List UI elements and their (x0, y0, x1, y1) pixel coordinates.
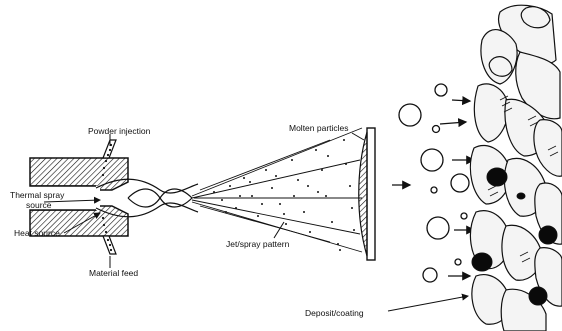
label-heat-source: Heat source (14, 228, 60, 238)
label-thermal-spray-source-1: Thermal spray (10, 190, 65, 200)
label-powder-injection: Powder injection (88, 126, 151, 136)
label-deposit-coating: Deposit/coating (305, 308, 364, 318)
spray-plate (359, 128, 375, 260)
deposit-coating (470, 5, 562, 331)
molten-droplets (399, 84, 469, 282)
label-material-feed: Material feed (89, 268, 138, 278)
spray-droplets (213, 139, 355, 251)
label-molten-particles: Molten particles (289, 123, 349, 133)
label-thermal-spray-source-2: source (26, 200, 52, 210)
label-jet-spray-pattern: Jet/spray pattern (226, 239, 290, 249)
gun-upper-block (30, 158, 128, 190)
